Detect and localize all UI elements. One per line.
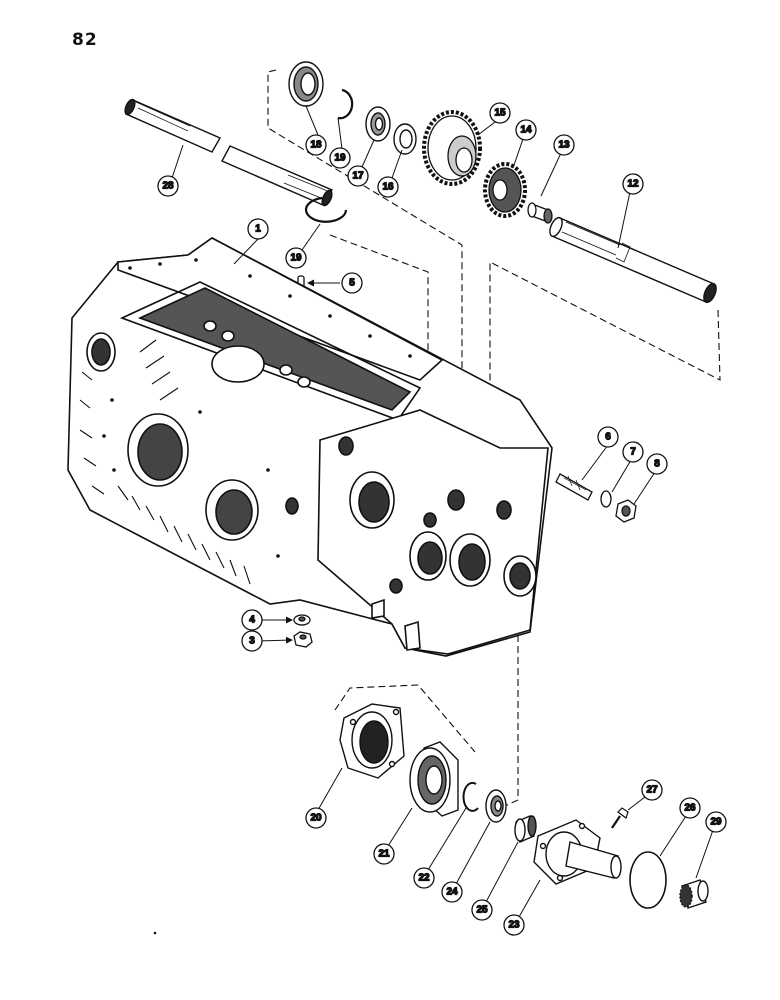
stray-mark <box>153 931 157 935</box>
svg-text:1: 1 <box>255 224 261 235</box>
callouts: 1 3 4 5 6 7 8 12 13 14 15 16 17 18 19 19… <box>157 102 727 936</box>
svg-text:24: 24 <box>446 887 458 898</box>
gear-15 <box>422 110 482 186</box>
svg-text:22: 22 <box>418 873 430 884</box>
washer-16 <box>393 123 417 155</box>
svg-text:16: 16 <box>382 182 394 193</box>
stud-6 <box>555 473 593 501</box>
bushing-13 <box>527 202 553 224</box>
svg-text:19: 19 <box>290 253 302 264</box>
bearing-17 <box>365 106 391 142</box>
bolt-27 <box>611 807 629 829</box>
callout-18: 18 <box>305 134 327 156</box>
svg-text:26: 26 <box>684 803 696 814</box>
callout-26: 26 <box>679 797 701 819</box>
seal-24 <box>485 789 507 823</box>
svg-text:20: 20 <box>310 813 322 824</box>
svg-text:23: 23 <box>508 920 520 931</box>
callout-23: 23 <box>503 914 525 936</box>
callout-5: 5 <box>341 272 363 294</box>
callout-leaders <box>171 105 714 918</box>
nut-3 <box>293 631 313 648</box>
callout-15: 15 <box>489 102 511 124</box>
svg-text:15: 15 <box>494 108 506 119</box>
callout-8: 8 <box>646 453 668 475</box>
snap-ring-19-lower <box>304 196 348 223</box>
callout-28: 28 <box>157 175 179 197</box>
callout-16: 16 <box>377 176 399 198</box>
seal-18 <box>288 61 324 107</box>
svg-text:13: 13 <box>558 140 570 151</box>
callout-21: 21 <box>373 843 395 865</box>
svg-text:8: 8 <box>654 459 660 470</box>
svg-text:28: 28 <box>162 181 174 192</box>
callout-4: 4 <box>241 609 263 631</box>
callout-25: 25 <box>471 899 493 921</box>
coupler-29 <box>679 879 709 909</box>
svg-text:21: 21 <box>378 849 390 860</box>
svg-text:7: 7 <box>630 447 636 458</box>
output-cap-23 <box>533 819 622 885</box>
callout-3: 3 <box>241 630 263 652</box>
callout-14: 14 <box>515 119 537 141</box>
svg-text:18: 18 <box>310 140 322 151</box>
shaft-12 <box>549 216 717 304</box>
bearing-retainer-20 <box>339 703 405 779</box>
svg-text:5: 5 <box>349 278 355 289</box>
o-ring-26 <box>629 851 667 909</box>
svg-text:12: 12 <box>627 179 639 190</box>
callout-20: 20 <box>305 807 327 829</box>
svg-text:29: 29 <box>710 817 722 828</box>
gear-14 <box>483 162 527 218</box>
svg-text:3: 3 <box>249 636 255 647</box>
callout-17: 17 <box>347 165 369 187</box>
callout-1: 1 <box>247 218 269 240</box>
svg-text:19: 19 <box>334 153 346 164</box>
shaft-28 <box>124 98 334 207</box>
callout-29: 29 <box>705 811 727 833</box>
bearing-21 <box>409 741 459 817</box>
lock-washer-7 <box>600 490 612 508</box>
callout-6: 6 <box>597 426 619 448</box>
washer-4 <box>293 614 311 626</box>
svg-text:4: 4 <box>249 615 255 626</box>
svg-text:6: 6 <box>605 432 611 443</box>
callout-13: 13 <box>553 134 575 156</box>
snap-ring-19-upper <box>337 88 354 120</box>
svg-text:27: 27 <box>646 785 658 796</box>
svg-text:25: 25 <box>476 905 488 916</box>
callout-27: 27 <box>641 779 663 801</box>
callout-19-lower: 19 <box>285 247 307 269</box>
sleeve-25 <box>514 815 537 843</box>
callout-12: 12 <box>622 173 644 195</box>
snap-ring-22 <box>462 781 479 812</box>
transmission-housing-1 <box>67 237 553 657</box>
callout-24: 24 <box>441 881 463 903</box>
callout-7: 7 <box>622 441 644 463</box>
callout-19-upper: 19 <box>329 147 351 169</box>
callout-22: 22 <box>413 867 435 889</box>
page-number: 82 <box>72 30 98 50</box>
nut-8 <box>615 499 637 523</box>
svg-text:17: 17 <box>352 171 364 182</box>
svg-text:14: 14 <box>520 125 532 136</box>
